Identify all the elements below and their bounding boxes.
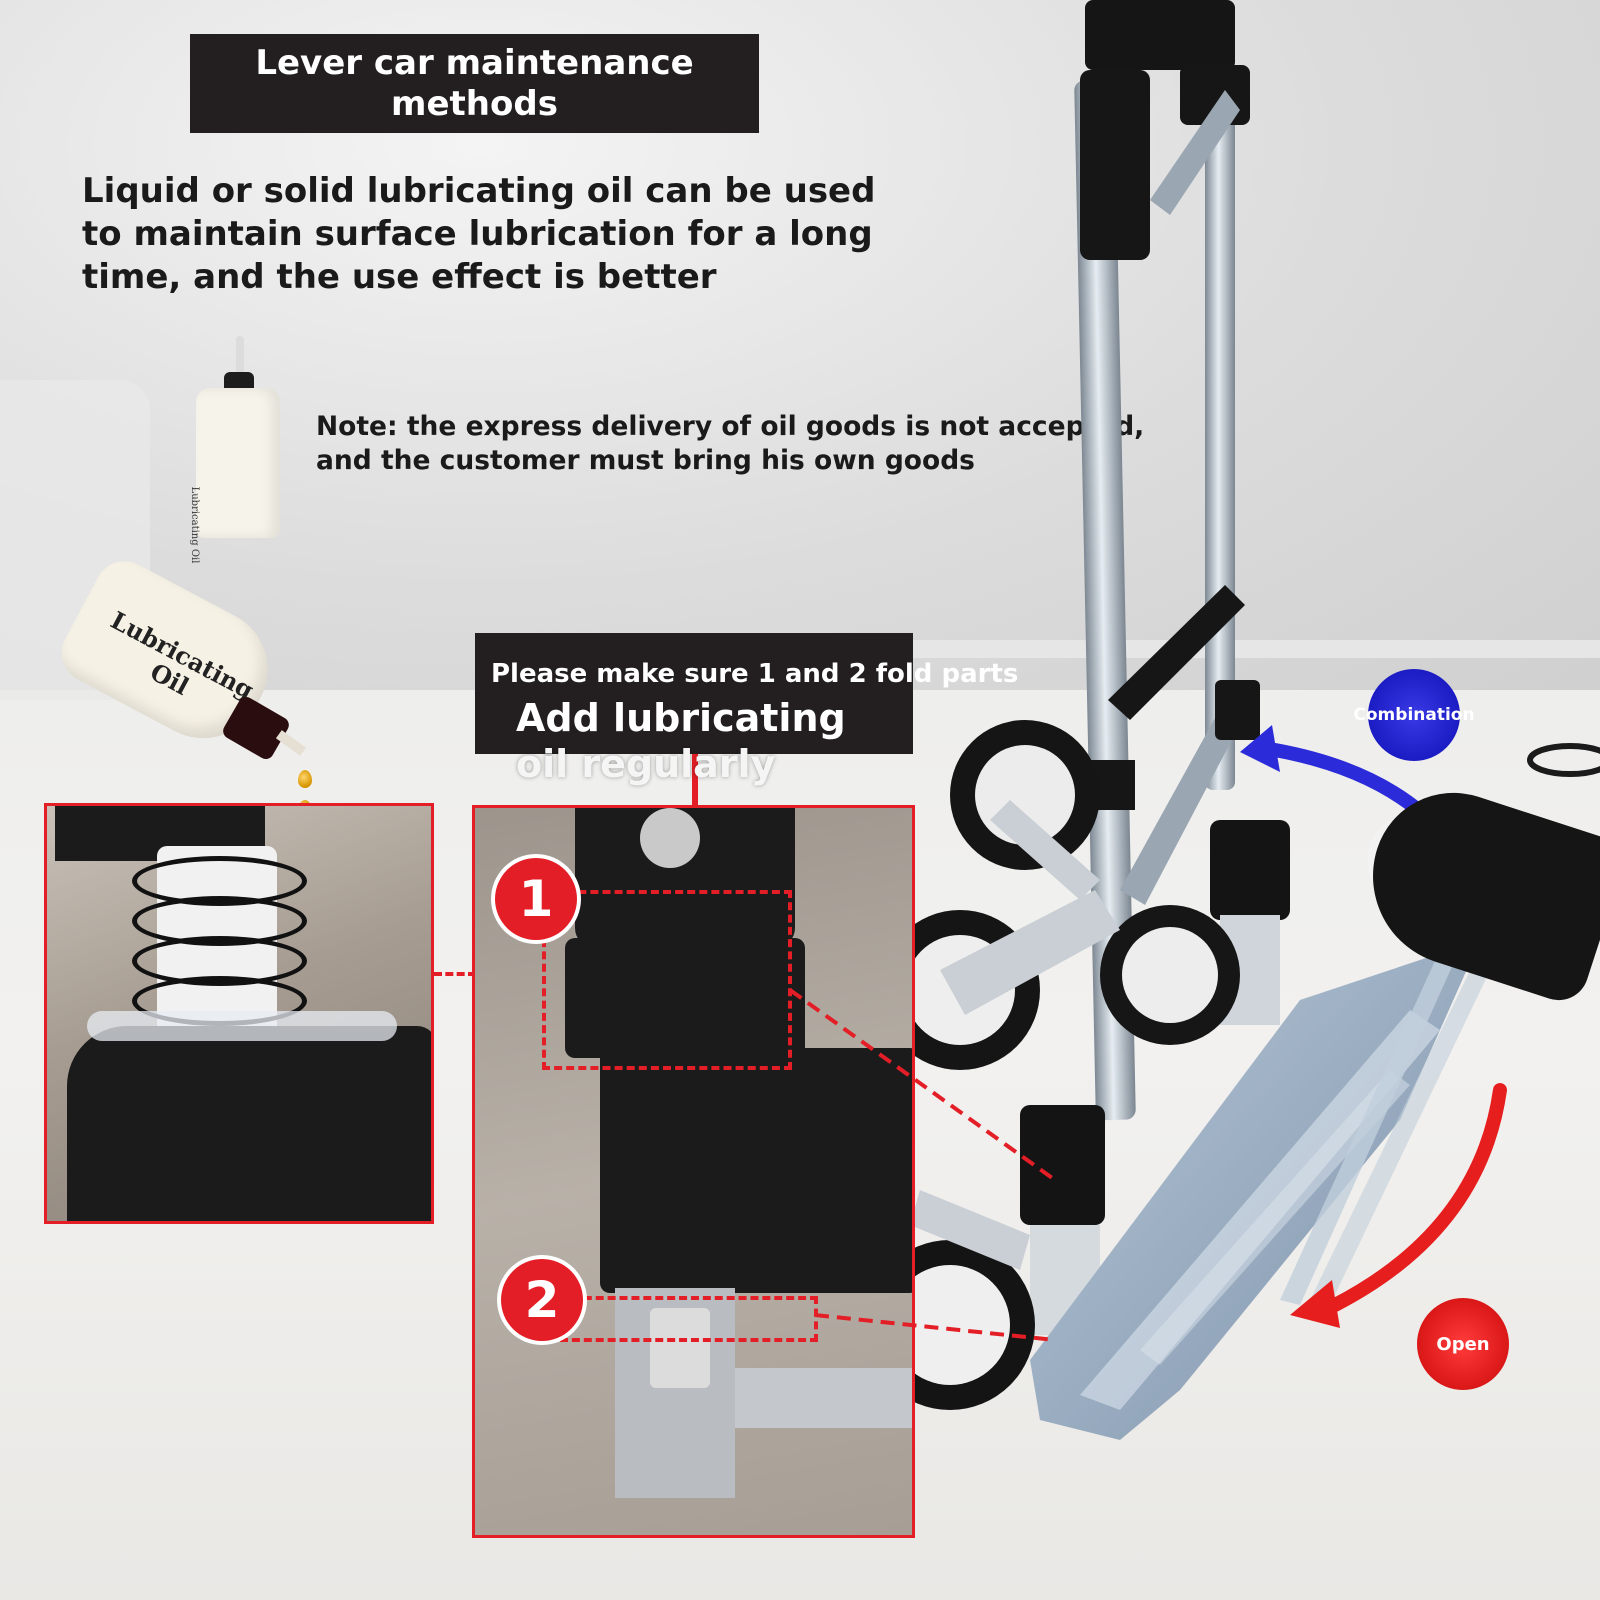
page-title: Lever car maintenance methods [255,42,694,124]
highlight-fold-part-1 [542,890,792,1070]
lower-shaft [650,1308,710,1388]
combination-badge: Combination [1353,669,1475,761]
callout-pointer [692,754,698,806]
callout-box [475,633,913,754]
detail-panel-fold-parts [472,805,915,1538]
note-text: Note: the express delivery of oil goods … [316,411,1145,476]
callout-line-3: oil regularly [516,742,776,786]
fold-joint-1 [565,938,805,1058]
title-banner: Lever car maintenance methods [190,34,759,133]
marker-1: 1 [495,858,577,940]
joint-housing [67,1026,431,1221]
callout-line-2: Add lubricating [516,696,846,740]
open-badge: Open [1417,1298,1509,1390]
base-plate-edge [735,1368,912,1428]
small-oil-bottle [196,388,280,538]
baseboard [880,640,1600,658]
small-bottle-label: Lubricating Oil [189,486,200,564]
hand-trolley-illustration [880,0,1600,1440]
oil-drop [298,770,312,788]
marker-2: 2 [501,1259,583,1341]
pointer-lines [788,988,1057,1342]
main-housing [600,1048,912,1293]
combination-label: Combination [1353,705,1475,725]
detail-panel-lubricated-joint [44,803,434,1224]
callout-line-1: Please make sure 1 and 2 fold parts [491,659,1019,689]
intro-text: Liquid or solid lubricating oil can be u… [82,171,876,297]
bolt-head [640,808,700,868]
grease-layer [87,1011,397,1041]
open-label: Open [1436,1333,1490,1355]
small-bottle-nozzle [236,336,244,374]
